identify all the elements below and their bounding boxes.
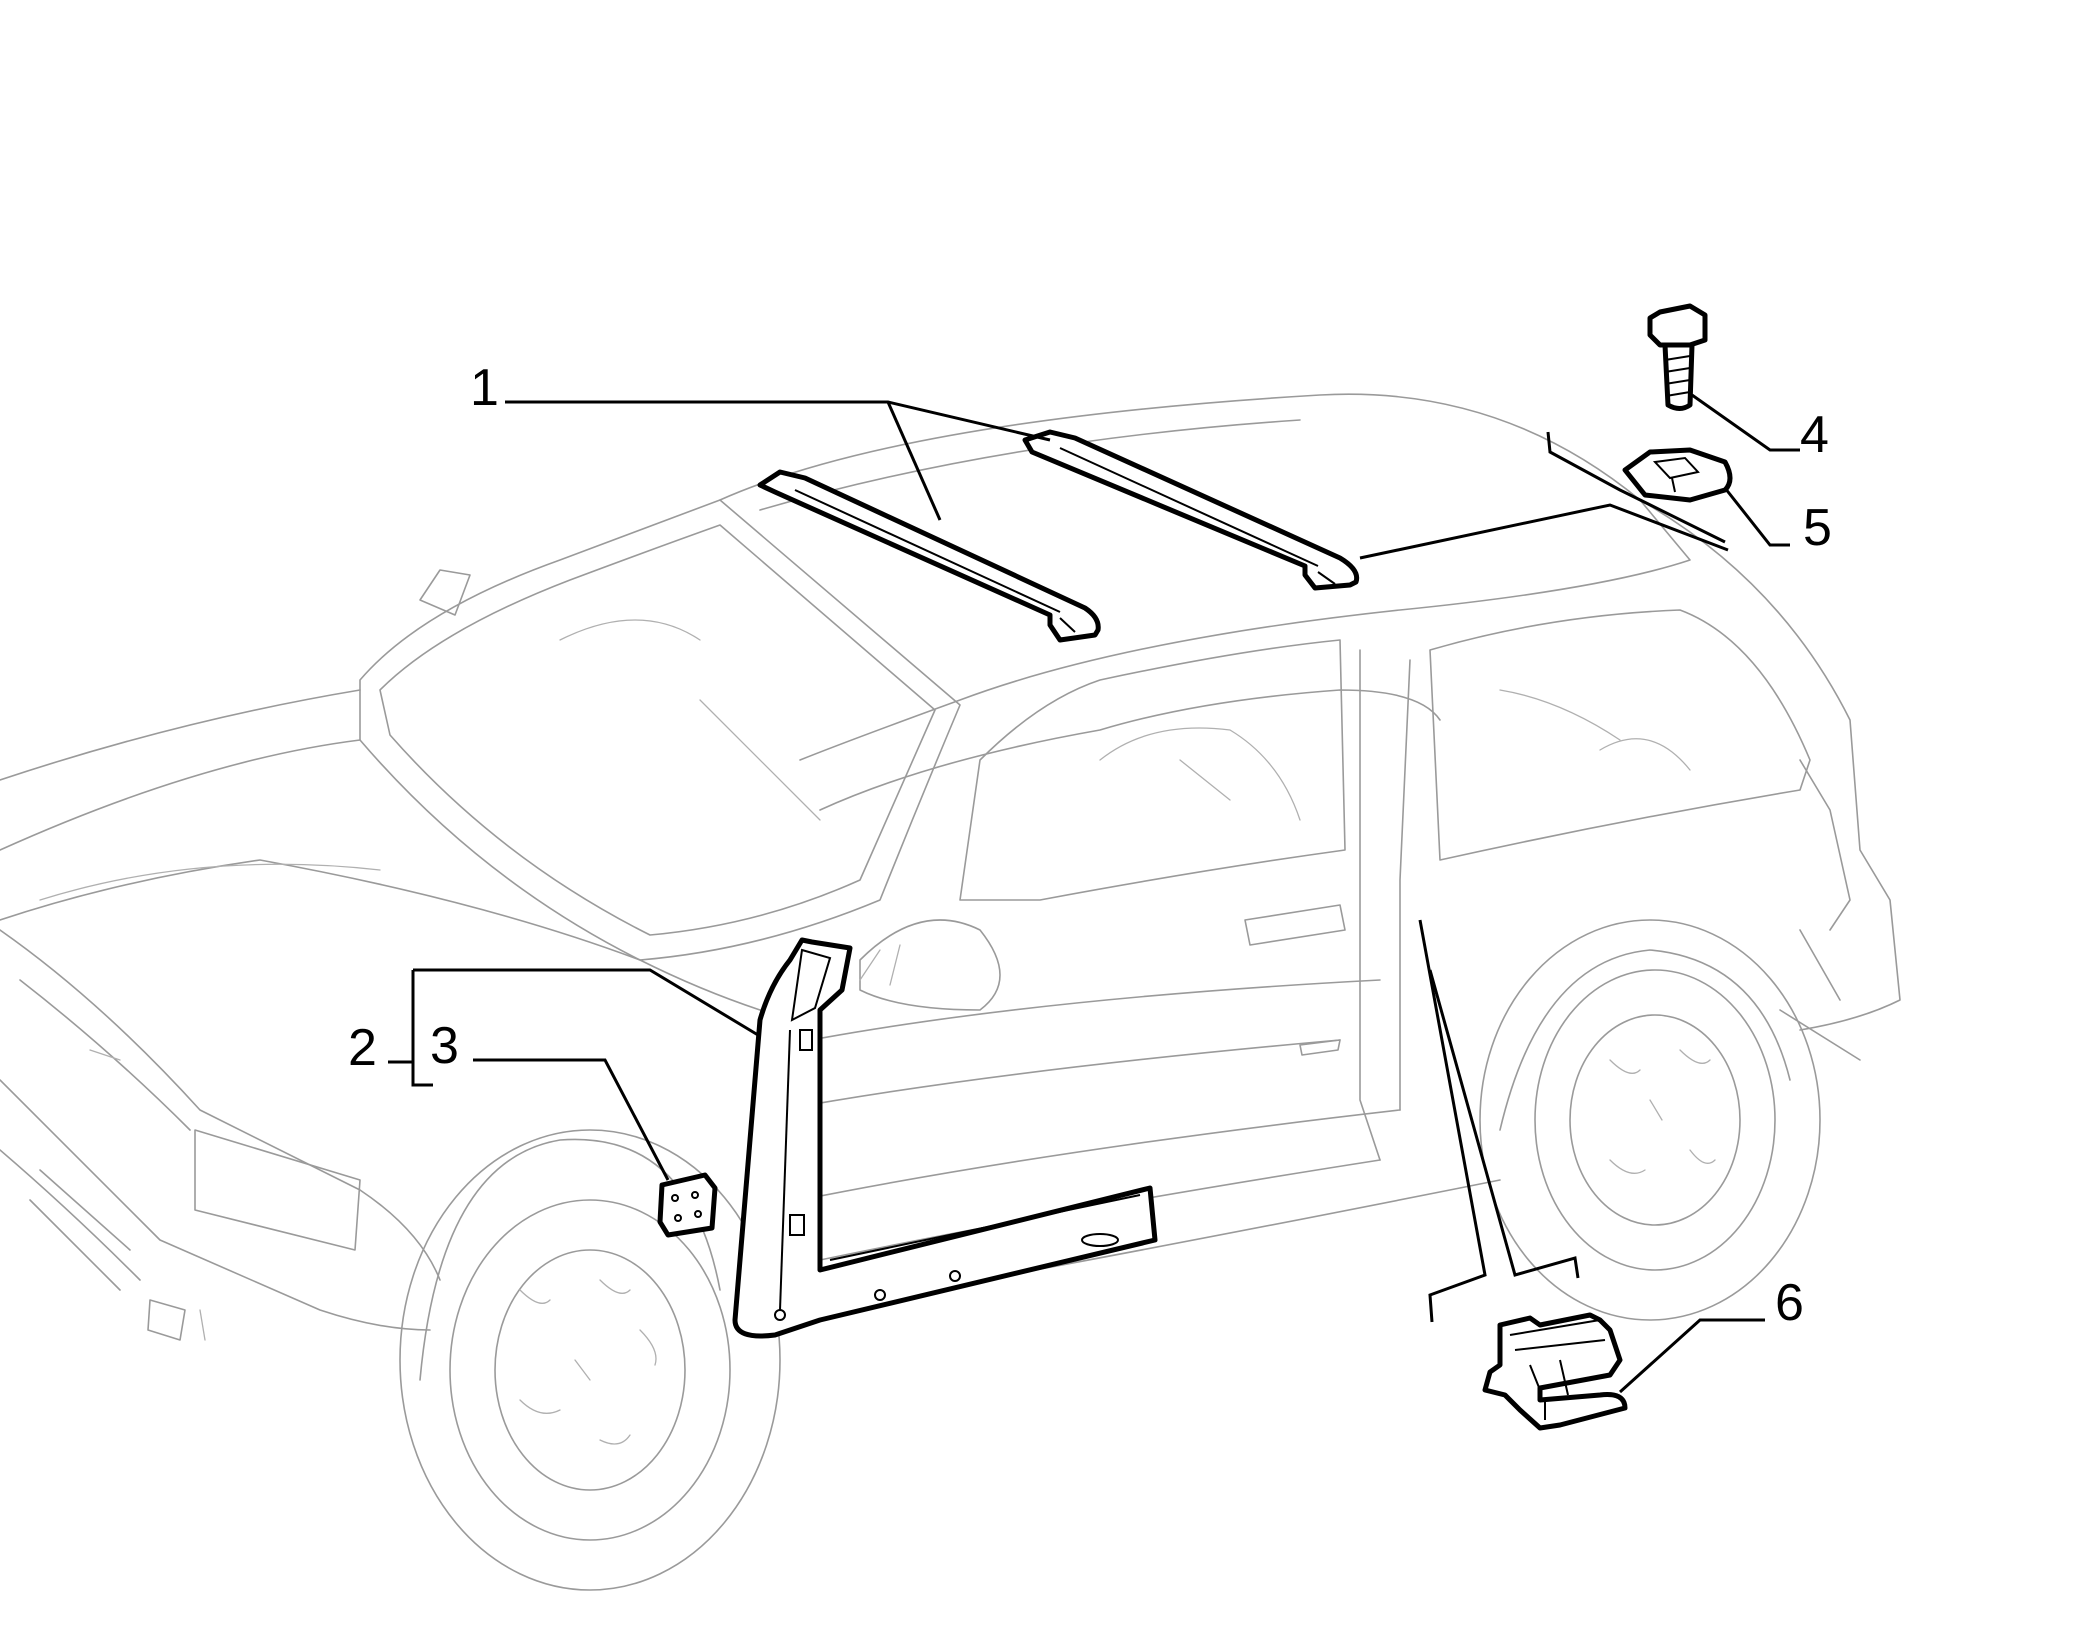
part-4-bolt	[1647, 303, 1708, 411]
callout-5: 5	[1803, 499, 1832, 557]
callout-1: 1	[470, 359, 499, 417]
part-1-roof-moulding-front	[757, 469, 1101, 643]
part-6-bracket	[1482, 1312, 1628, 1431]
callout-4: 4	[1800, 406, 1829, 464]
part-1-roof-moulding-rear	[1022, 429, 1360, 591]
callout-6: 6	[1775, 1274, 1804, 1332]
callout-3: 3	[430, 1017, 459, 1075]
callout-labels: 1 2 3 4 5 6	[348, 359, 1832, 1332]
vehicle-outline	[0, 393, 1901, 1591]
leader-lines	[388, 393, 1800, 1394]
part-5-nut-plate	[1622, 447, 1733, 503]
part-2-door-frame-seal	[732, 937, 1158, 1339]
part-3-clip	[657, 1172, 718, 1238]
callout-2: 2	[348, 1019, 377, 1077]
